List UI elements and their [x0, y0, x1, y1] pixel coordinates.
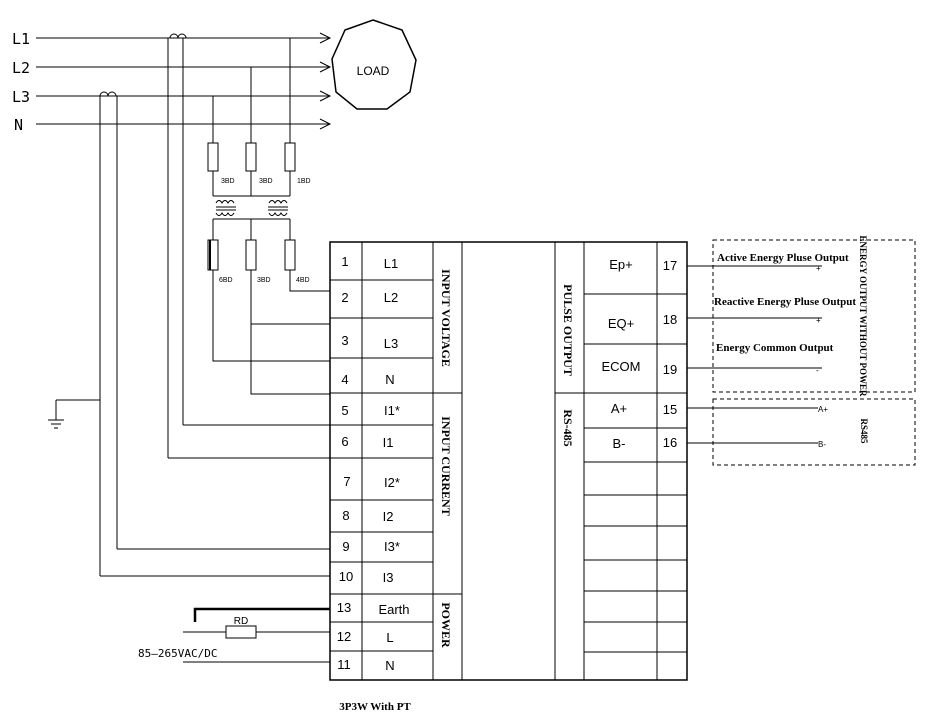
terminal-num-5: 5: [341, 403, 348, 418]
ep-plus-sign: +: [816, 264, 821, 273]
arrow-l3-icon: [319, 90, 332, 102]
common-output-label: Energy Common Output: [716, 342, 834, 354]
terminal-label-l3: L3: [384, 336, 398, 351]
pt-to-terminal-4a: [212, 270, 330, 362]
section-input-current: INPUT CURRENT: [439, 416, 453, 515]
line-label-l2: L2: [12, 59, 30, 77]
terminal-label-a: A+: [611, 401, 627, 416]
load-label: LOAD: [357, 64, 390, 78]
arrow-l2-icon: [319, 61, 332, 73]
section-rs485: RS-485: [561, 409, 575, 446]
fuse-top-label-1: 3BD: [221, 178, 235, 185]
fuse-bottom-label-1: 6BD: [219, 277, 233, 284]
terminal-num-7: 7: [343, 474, 350, 489]
terminal-label-i2star: I2*: [384, 475, 400, 490]
pt-to-terminal-4b: [250, 324, 330, 395]
arrow-n-icon: [319, 118, 332, 130]
terminal-num-8: 8: [342, 508, 349, 523]
terminal-label-n2: N: [385, 658, 394, 673]
terminal-num-15: 15: [663, 402, 677, 417]
ct-l1-icon: [169, 33, 187, 39]
earth-wire: [193, 607, 330, 622]
fuse-bottom-label-3: 4BD: [296, 277, 310, 284]
rs485-b-sign: B-: [818, 440, 826, 449]
terminal-label-i3: I3: [383, 570, 394, 585]
fuse-top-2: [245, 142, 257, 172]
terminal-label-l2: L2: [384, 290, 398, 305]
ecom-minus-sign: -: [816, 366, 819, 375]
terminal-label-b: B-: [613, 436, 626, 451]
fuse-top-label-3: 1BD: [297, 178, 311, 185]
section-input-voltage: INPUT VOLTAGE: [439, 269, 453, 367]
line-label-l3: L3: [12, 88, 30, 106]
terminal-label-l: L: [386, 630, 393, 645]
terminal-num-16: 16: [663, 435, 677, 450]
ct-l3-icon: [99, 91, 117, 97]
terminal-num-19: 19: [663, 362, 677, 377]
terminal-num-9: 9: [342, 539, 349, 554]
terminal-num-13: 13: [337, 600, 351, 615]
supply-voltage-label: 85—265VAC/DC: [138, 647, 217, 660]
pt-to-terminal-2: [289, 270, 330, 292]
diagram-caption: 3P3W With PT: [339, 701, 411, 713]
resistor-rd: [225, 625, 257, 639]
eq-plus-sign: +: [816, 316, 821, 325]
terminal-num-18: 18: [663, 312, 677, 327]
energy-output-box: [712, 239, 916, 393]
terminal-label-i1star: I1*: [384, 403, 400, 418]
terminal-num-4: 4: [341, 372, 348, 387]
reactive-output-label: Reactive Energy Pluse Output: [714, 296, 856, 308]
pt-primary-coil-icon: [215, 200, 288, 204]
terminal-num-11: 11: [337, 657, 351, 672]
fuse-bottom-3: [284, 239, 296, 271]
load-shape: [331, 19, 417, 110]
section-pulse-output: PULSE OUTPUT: [561, 284, 575, 376]
fuse-bottom-2: [245, 239, 257, 271]
energy-box-title: ENERGY OUTPUT WITHOUT POWER: [858, 236, 868, 397]
terminal-label-l1: L1: [384, 256, 398, 271]
section-power: POWER: [439, 602, 453, 648]
left-row-dividers: [330, 279, 462, 652]
terminal-label-ep: Ep+: [609, 257, 633, 272]
resistor-label: RD: [234, 616, 248, 627]
fuse-top-3: [284, 142, 296, 172]
right-row-dividers: [555, 293, 687, 653]
terminal-num-12: 12: [337, 629, 351, 644]
terminal-label-eq: EQ+: [608, 316, 634, 331]
fuse-top-1: [207, 142, 219, 172]
arrow-l1-icon: [319, 32, 332, 44]
terminal-label-ecom: ECOM: [602, 359, 641, 374]
terminal-label-n: N: [385, 372, 394, 387]
terminal-num-6: 6: [341, 434, 348, 449]
line-label-l1: L1: [12, 30, 30, 48]
terminal-num-10: 10: [339, 569, 353, 584]
terminal-num-3: 3: [341, 333, 348, 348]
fuse-top-label-2: 3BD: [259, 178, 273, 185]
pt-secondary-coil-icon: [215, 212, 288, 216]
terminal-label-i1: I1: [383, 435, 394, 450]
terminal-label-i3star: I3*: [384, 539, 400, 554]
fuse-bottom-label-2: 3BD: [257, 277, 271, 284]
terminal-num-1: 1: [341, 254, 348, 269]
rs485-box: [712, 398, 916, 466]
line-label-n: N: [14, 116, 23, 134]
terminal-block: [329, 241, 688, 681]
rs485-a-sign: A+: [818, 405, 828, 414]
terminal-label-i2: I2: [383, 509, 394, 524]
terminal-label-earth: Earth: [378, 602, 409, 617]
active-output-label: Active Energy Pluse Output: [717, 252, 849, 264]
terminal-num-17: 17: [663, 258, 677, 273]
rs485-box-title: RS485: [859, 418, 869, 444]
terminal-num-2: 2: [341, 290, 348, 305]
